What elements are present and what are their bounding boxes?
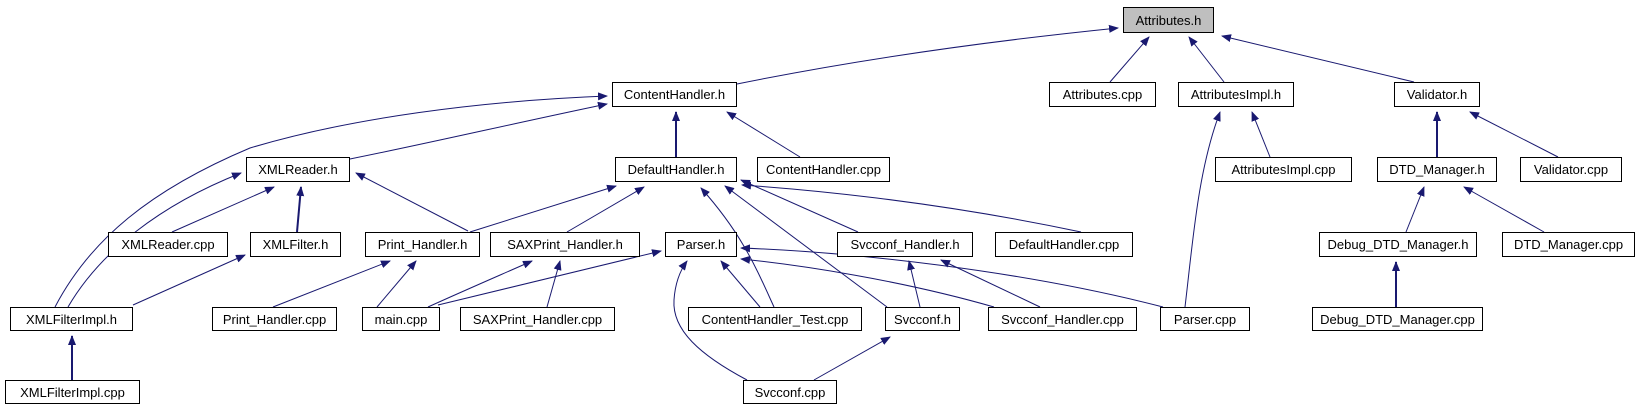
graph-node-attributes-h[interactable]: Attributes.h [1123, 7, 1214, 33]
graph-node-svcconf-h[interactable]: Svcconf.h [885, 307, 960, 331]
edge-xmlreader-h-to-contenthandler-h [349, 101, 608, 160]
graph-node-xmlfilter-h[interactable]: XMLFilter.h [250, 232, 341, 257]
edge-contenthandler-h-to-attributes-h [736, 24, 1119, 85]
edge-svcconf-handler-cpp-to-parser-h [740, 255, 995, 308]
edge-xmlfilterimpl-h-to-xmlfilter-h [132, 254, 246, 306]
edge-saxprint-handler-cpp-to-saxprint-handler-h [546, 260, 562, 308]
edge-print-handler-h-to-defaulthandler-h [469, 184, 617, 233]
graph-node-dtd-manager-h[interactable]: DTD_Manager.h [1377, 157, 1497, 182]
graph-node-parser-h[interactable]: Parser.h [665, 232, 737, 257]
edge-parser-cpp-to-attributesimpl-h [1184, 111, 1221, 308]
graph-node-xmlreader-h[interactable]: XMLReader.h [246, 157, 350, 182]
graph-node-saxprint-handler-h[interactable]: SAXPrint_Handler.h [490, 232, 640, 257]
graph-node-attributesimpl-cpp[interactable]: AttributesImpl.cpp [1215, 157, 1352, 182]
edge-xmlfilterimpl-h-to-contenthandler-h [54, 92, 608, 308]
edge-attributes-cpp-to-attributes-h [1109, 36, 1150, 83]
graph-node-xmlfilterimpl-h[interactable]: XMLFilterImpl.h [10, 307, 133, 331]
graph-node-contenthandler-test-cpp[interactable]: ContentHandler_Test.cpp [688, 307, 862, 331]
edge-contenthandler-test-cpp-to-parser-h [720, 260, 761, 308]
edge-main-cpp-to-print-handler-h [376, 260, 417, 308]
edge-svcconf-handler-cpp-to-svcconf-handler-h [940, 259, 1041, 308]
edge-svcconf-cpp-to-parser-h [673, 260, 748, 381]
edge-validator-h-to-attributes-h [1221, 34, 1415, 83]
edge-dtd-manager-cpp-to-dtd-manager-h [1463, 186, 1545, 233]
graph-node-parser-cpp[interactable]: Parser.cpp [1160, 307, 1250, 331]
edge-attributesimpl-h-to-attributes-h [1188, 36, 1225, 83]
edge-saxprint-handler-h-to-defaulthandler-h [566, 186, 645, 233]
graph-node-dtd-manager-cpp[interactable]: DTD_Manager.cpp [1502, 232, 1635, 257]
graph-node-print-handler-cpp[interactable]: Print_Handler.cpp [212, 307, 337, 331]
graph-node-main-cpp[interactable]: main.cpp [362, 307, 440, 331]
graph-node-validator-cpp[interactable]: Validator.cpp [1520, 157, 1622, 182]
edge-contenthandler-cpp-to-contenthandler-h [726, 111, 801, 158]
edge-print-handler-h-to-xmlreader-h [355, 172, 469, 232]
edge-print-handler-cpp-to-print-handler-h [272, 260, 391, 308]
graph-node-attributes-cpp[interactable]: Attributes.cpp [1049, 82, 1156, 107]
edge-svcconf-h-to-svcconf-handler-h [907, 260, 921, 308]
edge-main-cpp-to-saxprint-handler-h [427, 260, 533, 308]
graph-node-svcconf-handler-h[interactable]: Svcconf_Handler.h [837, 232, 973, 257]
edge-defaulthandler-cpp-to-defaulthandler-h [741, 181, 1082, 233]
graph-node-xmlreader-cpp[interactable]: XMLReader.cpp [108, 232, 228, 257]
graph-node-attributesimpl-h[interactable]: AttributesImpl.h [1178, 82, 1294, 107]
edge-xmlfilter-h-to-xmlreader-h [296, 186, 305, 233]
edge-xmlreader-cpp-to-xmlreader-h [171, 186, 275, 233]
edge-parser-cpp-to-parser-h [740, 244, 1164, 308]
graph-node-saxprint-handler-cpp[interactable]: SAXPrint_Handler.cpp [460, 307, 615, 331]
edge-debug-dtd-manager-h-to-dtd-manager-h [1405, 186, 1425, 233]
graph-node-defaulthandler-cpp[interactable]: DefaultHandler.cpp [995, 232, 1133, 257]
graph-node-validator-h[interactable]: Validator.h [1394, 82, 1480, 107]
edge-validator-cpp-to-validator-h [1469, 111, 1559, 158]
graph-node-print-handler-h[interactable]: Print_Handler.h [365, 232, 480, 257]
graph-node-contenthandler-h[interactable]: ContentHandler.h [612, 82, 737, 107]
graph-node-defaulthandler-h[interactable]: DefaultHandler.h [615, 157, 737, 182]
edge-svcconf-handler-h-to-defaulthandler-h [740, 179, 859, 233]
graph-node-svcconf-handler-cpp[interactable]: Svcconf_Handler.cpp [988, 307, 1137, 331]
edge-main-cpp-to-parser-h [437, 249, 662, 306]
graph-node-debug-dtd-manager-cpp[interactable]: Debug_DTD_Manager.cpp [1312, 307, 1483, 331]
edge-attributesimpl-cpp-to-attributesimpl-h [1251, 111, 1271, 158]
graph-node-xmlfilterimpl-cpp[interactable]: XMLFilterImpl.cpp [5, 380, 140, 404]
edge-svcconf-h-to-defaulthandler-h [724, 185, 888, 308]
graph-node-contenthandler-cpp[interactable]: ContentHandler.cpp [757, 157, 890, 182]
edge-xmlfilterimpl-h-to-xmlreader-h [67, 172, 242, 308]
edge-svcconf-cpp-to-svcconf-h [813, 336, 891, 381]
graph-node-debug-dtd-manager-h[interactable]: Debug_DTD_Manager.h [1319, 232, 1477, 257]
graph-node-svcconf-cpp[interactable]: Svcconf.cpp [743, 380, 837, 404]
